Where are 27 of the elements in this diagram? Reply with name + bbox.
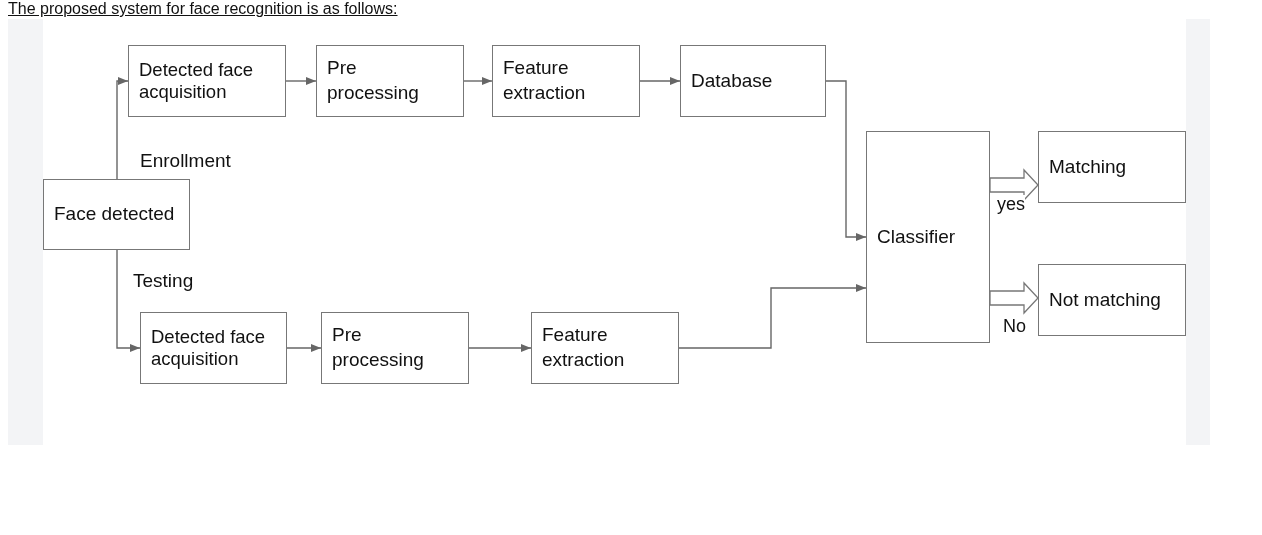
arrow bbox=[825, 80, 867, 241]
process-box: Classifier bbox=[866, 131, 990, 343]
process-box: Detected face acquisition bbox=[128, 45, 286, 117]
process-box: Feature extraction bbox=[531, 312, 679, 384]
branch-label: Enrollment bbox=[140, 150, 231, 172]
edge-label: No bbox=[1003, 317, 1026, 335]
process-box: Face detected bbox=[43, 179, 190, 250]
arrow bbox=[678, 284, 867, 349]
process-box: Database bbox=[680, 45, 826, 117]
process-box: Feature extraction bbox=[492, 45, 640, 117]
arrow bbox=[116, 249, 141, 352]
arrow bbox=[285, 77, 317, 85]
arrow bbox=[463, 77, 493, 85]
process-box: Pre processing bbox=[316, 45, 464, 117]
process-box: Detected face acquisition bbox=[140, 312, 287, 384]
edge-label: yes bbox=[997, 195, 1025, 213]
process-box: Matching bbox=[1038, 131, 1186, 203]
process-box: Not matching bbox=[1038, 264, 1186, 336]
branch-label: Testing bbox=[133, 270, 194, 292]
block-arrow bbox=[989, 281, 1039, 315]
process-box: Pre processing bbox=[321, 312, 469, 384]
block-arrow bbox=[989, 168, 1039, 202]
arrow bbox=[639, 77, 681, 85]
arrow bbox=[468, 344, 532, 352]
arrow bbox=[286, 344, 322, 352]
arrow bbox=[116, 77, 129, 180]
intro-sentence: The proposed system for face recognition is as follows: bbox=[8, 0, 398, 18]
